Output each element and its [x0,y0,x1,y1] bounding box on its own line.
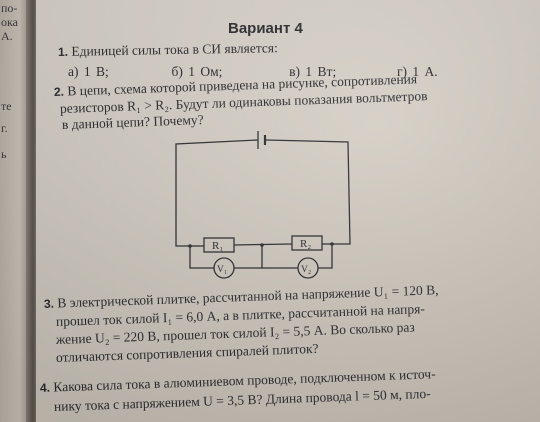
circuit-wire [175,139,259,247]
margin-fragment: г. [1,121,8,135]
junction-node [330,242,334,246]
margin-fragment: А. [1,29,13,43]
margin-fragment: те [1,99,12,113]
margin-fragment: по- [1,1,18,15]
voltmeter-1-label: V₁ [217,265,227,275]
option-c: в) 1 Вт; [289,64,337,79]
margin-fragment: ь [1,147,7,161]
circuit-wire [318,244,333,269]
circuit-wire [234,245,263,269]
left-page-edge: по- ока А. те г. ь [0,0,28,422]
junction-node [260,243,264,247]
circuit-wire [189,246,214,269]
answer-options: а) 1 В; б) 1 Ом; в) 1 Вт; г) 1 А. [68,64,438,80]
variant-title: Вариант 4 [228,20,303,37]
problem-number: 3. [43,296,55,311]
junction-node [188,244,192,248]
option-a: а) 1 В; [68,64,109,79]
circuit-wire [265,139,351,245]
resistor-1-label: R₁ [212,240,223,252]
option-b: б) 1 Ом; [171,64,223,79]
resistor-2-label: R₂ [300,238,311,250]
option-d: г) 1 А. [396,64,438,79]
voltmeter-2-label: V₂ [301,265,311,275]
book-page [36,0,540,422]
margin-fragment: ока [1,15,18,29]
resistor-2 [291,235,323,251]
problem-number: 4. [39,380,51,395]
